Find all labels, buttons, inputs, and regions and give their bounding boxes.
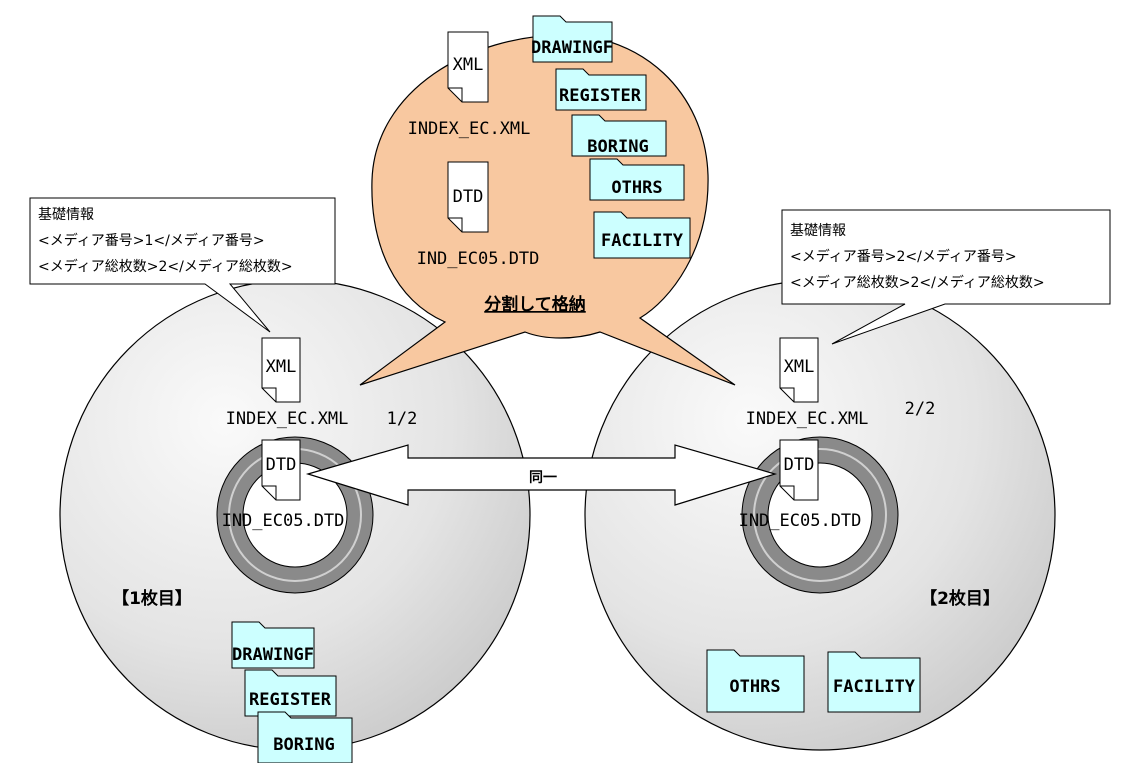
bubble-folder-label: BORING [587,137,648,157]
double-arrow-icon [305,444,778,506]
right-xml-filename: INDEX_EC.XML [746,409,869,429]
left-folder-drawingf-icon: DRAWINGF [231,621,315,669]
info-left-line2: <メディア番号>1</メディア番号> [38,232,265,249]
left-dtd-icon-label: DTD [266,455,297,475]
bubble-folder-facility-icon: FACILITY [593,211,691,259]
bubble-folder-label: FACILITY [601,231,684,251]
left-dtd-doc-icon: DTD [261,439,301,501]
right-folder-othrs-icon: OTHRS [706,649,805,713]
info-callout-right: 基礎情報 <メディア番号>2</メディア番号> <メディア総枚数>2</メディア… [781,209,1111,345]
left-disc-label: 【1枚目】 [112,588,192,609]
right-folder-label: FACILITY [833,677,916,697]
left-xml-doc-icon: XML [261,337,301,403]
bubble-dtd-icon-label: DTD [453,187,484,207]
right-folder-facility-icon: FACILITY [827,651,921,713]
info-right-line3: <メディア総枚数>2</メディア総枚数> [790,274,1045,291]
arrow-label: 同一 [529,470,557,486]
left-folder-label: REGISTER [249,690,332,710]
left-folder-boring-icon: BORING [257,711,353,763]
bubble-folder-label: OTHRS [611,178,662,198]
left-folder-register-icon: REGISTER [244,669,337,717]
left-xml-icon-label: XML [266,357,297,377]
bubble-folder-boring-icon: BORING [571,114,667,157]
right-fraction: 2/2 [905,399,936,419]
bubble-folder-register-icon: REGISTER [555,68,647,111]
bubble-folder-othrs-icon: OTHRS [589,158,685,201]
info-right-line2: <メディア番号>2</メディア番号> [790,248,1017,265]
bubble-xml-filename: INDEX_EC.XML [408,119,531,139]
right-dtd-doc-icon: DTD [779,439,819,501]
info-left-line3: <メディア総枚数>2</メディア総枚数> [38,258,293,275]
bubble-folder-label: DRAWINGF [531,38,613,58]
info-right-line1: 基礎情報 [790,222,846,239]
right-folder-label: OTHRS [729,677,780,697]
right-xml-icon-label: XML [784,357,815,377]
bubble-folder-label: REGISTER [559,86,642,106]
right-disc-label: 【2枚目】 [920,588,1000,609]
info-callout-left: 基礎情報 <メディア番号>1</メディア番号> <メディア総枚数>2</メディア… [29,197,336,333]
left-folder-label: BORING [273,735,334,755]
left-fraction: 1/2 [387,409,418,429]
left-dtd-filename: IND_EC05.DTD [222,511,345,531]
disc-left [59,279,531,751]
bubble-xml-doc-icon: XML [447,31,489,103]
bubble-folder-drawingf-icon: DRAWINGF [531,15,613,63]
bubble-caption: 分割して格納 [484,294,586,315]
right-xml-doc-icon: XML [779,337,819,403]
left-folder-label: DRAWINGF [232,645,314,665]
bubble-dtd-filename: IND_EC05.DTD [417,249,540,269]
left-xml-filename: INDEX_EC.XML [226,409,349,429]
right-dtd-icon-label: DTD [784,455,815,475]
right-dtd-filename: IND_EC05.DTD [739,511,862,531]
bubble-dtd-doc-icon: DTD [447,161,489,233]
info-left-line1: 基礎情報 [38,206,94,223]
bubble-xml-icon-label: XML [453,55,484,75]
